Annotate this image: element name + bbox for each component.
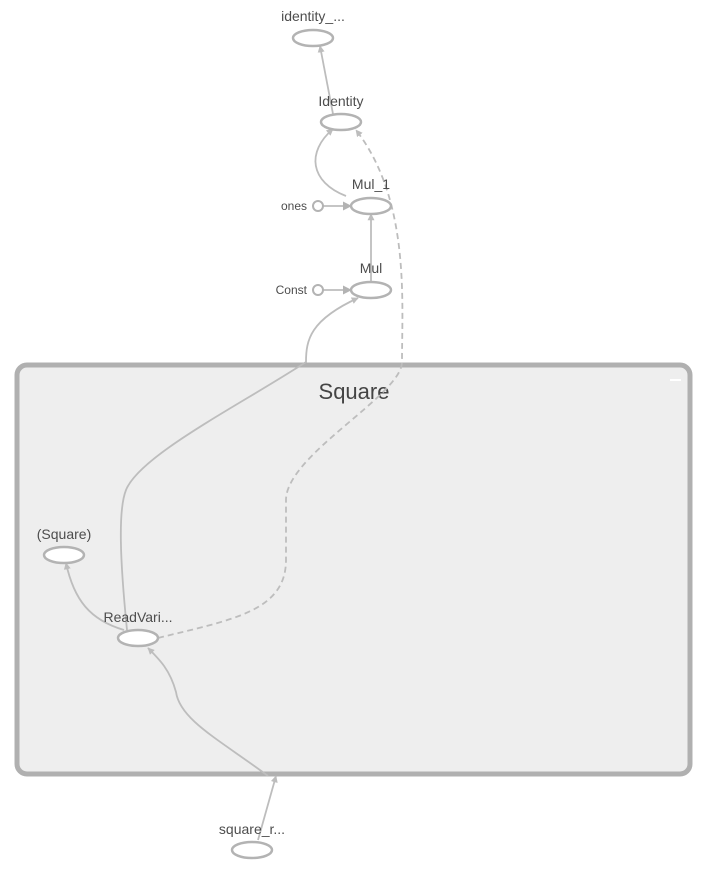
node-identity[interactable]: Identity (318, 93, 364, 132)
mul-1-ellipse[interactable] (349, 196, 393, 216)
read-variable-ellipse[interactable] (116, 628, 160, 648)
edge-mul1-to-identity (314, 128, 347, 197)
square-inner-ellipse[interactable] (42, 545, 86, 565)
node-square-r[interactable]: square_r... (219, 821, 285, 860)
const-label: Const (276, 283, 308, 297)
node-const[interactable]: Const (276, 283, 324, 297)
const-circle[interactable] (312, 284, 324, 296)
ones-label: ones (281, 199, 307, 213)
square-group-title: Square (319, 379, 390, 404)
square-group-box[interactable] (14, 362, 693, 777)
mul-1-label: Mul_1 (352, 176, 390, 192)
node-square-inner[interactable]: (Square) (37, 526, 91, 565)
node-mul-1[interactable]: Mul_1 (349, 176, 393, 216)
identity-label: Identity (318, 93, 363, 109)
read-variable-label: ReadVari... (104, 609, 173, 625)
identity-ellipse[interactable] (319, 112, 363, 132)
edge-readvar-to-square (63, 562, 125, 631)
square-r-label: square_r... (219, 821, 285, 837)
edge-squarer-to-readvar (257, 775, 278, 841)
ones-circle[interactable] (312, 200, 324, 212)
edge-readvar-to-mul (119, 297, 359, 631)
edge-squarer-inner-to-readvar (147, 647, 269, 777)
node-identity-out[interactable]: identity_... (281, 8, 345, 48)
edge-readvar-to-identity-dashed (157, 129, 404, 639)
node-mul[interactable]: Mul (349, 260, 393, 300)
square-group[interactable]: Square (14, 362, 693, 777)
mul-ellipse[interactable] (349, 280, 393, 300)
edge-identity-to-identity-out (317, 45, 334, 115)
mul-label: Mul (360, 260, 383, 276)
identity-out-label: identity_... (281, 8, 345, 24)
square-inner-label: (Square) (37, 526, 91, 542)
node-ones[interactable]: ones (281, 199, 324, 213)
node-read-variable[interactable]: ReadVari... (104, 609, 173, 648)
edges (63, 45, 404, 841)
square-r-ellipse[interactable] (230, 840, 274, 860)
identity-out-ellipse[interactable] (291, 28, 335, 48)
